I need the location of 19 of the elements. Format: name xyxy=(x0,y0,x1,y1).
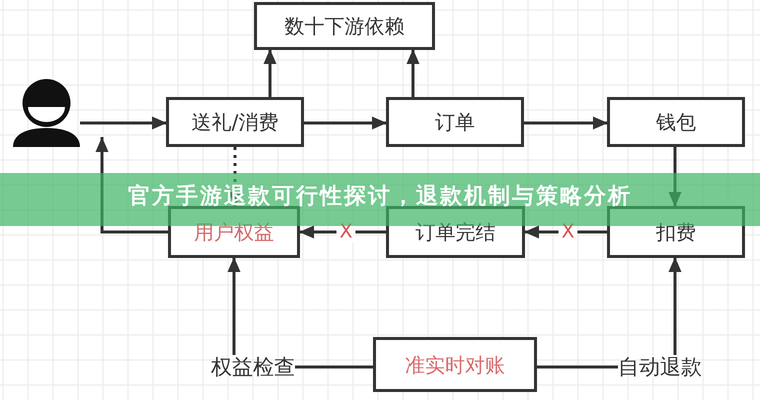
person-icon xyxy=(13,79,80,147)
arrow xyxy=(228,257,240,355)
arrow xyxy=(524,226,607,238)
arrow xyxy=(668,257,682,355)
process-box: 订单 xyxy=(386,97,524,147)
arrow xyxy=(264,49,276,97)
process-box: 送礼/消费 xyxy=(166,97,304,147)
step-label: 权益检查 xyxy=(211,355,295,380)
step-label: 自动退款 xyxy=(618,355,702,380)
process-box: 数十下游依赖 xyxy=(254,2,435,50)
connector-line xyxy=(537,366,618,368)
connector-line xyxy=(295,366,373,368)
arrow xyxy=(304,116,387,130)
process-box: 钱包 xyxy=(607,97,745,147)
arrow xyxy=(80,116,167,130)
arrow xyxy=(299,226,386,238)
arrow xyxy=(524,116,608,130)
arrow xyxy=(406,49,420,97)
process-box: 准实时对账 xyxy=(373,337,537,392)
